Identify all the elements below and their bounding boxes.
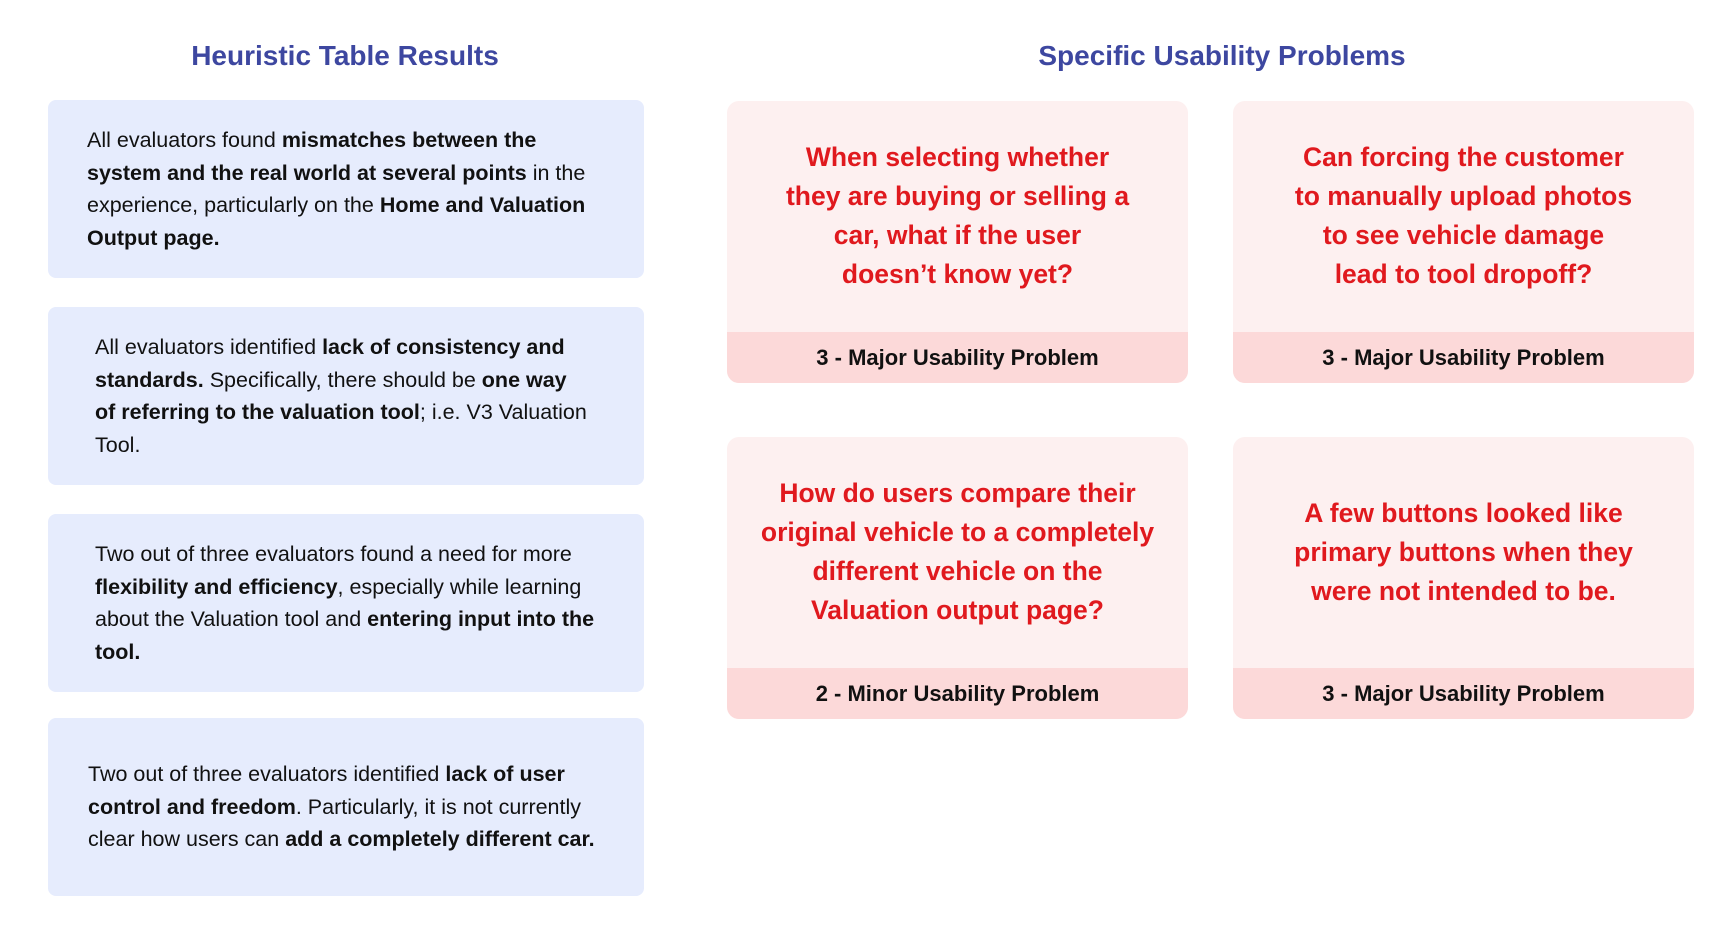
finding-emphasis: lack of user control and freedom: [88, 762, 565, 819]
problem-question-line: doesn’t know yet?: [841, 259, 1074, 289]
finding-emphasis: lack of consistency and standards.: [95, 335, 565, 392]
problem-question-line: to see vehicle damage: [1322, 220, 1605, 250]
finding-text: Two out of three evaluators found a need…: [95, 538, 606, 668]
finding-segment: All evaluators identified: [95, 335, 323, 359]
finding-emphasis: one way of referring to the valuation to…: [95, 367, 567, 425]
problem-question-line: Can forcing the customer: [1302, 142, 1624, 172]
finding-emphasis: flexibility and efficiency: [95, 574, 338, 599]
finding-text: All evaluators identified lack of consis…: [95, 331, 588, 461]
problem-question-line: to manually upload photos: [1294, 181, 1633, 211]
finding-segment: . Particularly, it is not currently clea…: [88, 794, 582, 852]
problem-question-line: car, what if the user: [833, 220, 1082, 250]
finding-segment: Specifically, there should be: [203, 367, 482, 392]
problem-question-line: How do users compare their: [779, 478, 1136, 508]
problem-question: When selecting whether they are buying or…: [727, 101, 1188, 331]
finding-emphasis: Home and Valuation Output page.: [87, 193, 586, 250]
finding-segment: Two out of three evaluators identified: [88, 762, 446, 787]
problem-card: Can forcing the customer to manually uplo…: [1233, 101, 1694, 383]
problem-card: How do users compare their original vehic…: [727, 437, 1188, 719]
problem-question-line: primary buttons when they: [1294, 536, 1633, 567]
problem-question: A few buttons looked like primary buttons…: [1233, 437, 1694, 667]
finding-emphasis: add a completely different car.: [285, 827, 595, 852]
finding-card: All evaluators identified lack of consis…: [48, 307, 644, 485]
problem-question-line: When selecting whether: [805, 142, 1110, 172]
severity-label: 2 - Minor Usability Problem: [727, 668, 1188, 719]
finding-segment: Two out of three evaluators found a need…: [95, 542, 572, 566]
finding-text: Two out of three evaluators identified l…: [88, 758, 600, 856]
problem-question: Can forcing the customer to manually uplo…: [1233, 101, 1694, 331]
finding-segment: , especially while learning about the Va…: [95, 574, 582, 632]
problem-card: When selecting whether they are buying or…: [727, 101, 1188, 383]
finding-card: Two out of three evaluators found a need…: [48, 514, 644, 692]
usability-problems-title: Specific Usability Problems: [1038, 40, 1406, 71]
finding-segment: All evaluators found: [87, 128, 282, 152]
finding-card: All evaluators found mismatches between …: [48, 100, 644, 278]
problem-question-line: Valuation output page?: [811, 595, 1104, 625]
problem-question: How do users compare their original vehic…: [727, 437, 1188, 667]
problem-question-line: different vehicle on the: [812, 556, 1103, 586]
finding-text: All evaluators found mismatches between …: [87, 124, 604, 254]
problem-question-line: they are buying or selling a: [785, 181, 1130, 211]
problem-card: A few buttons looked like primary buttons…: [1233, 437, 1694, 719]
problem-question-line: were not intended to be.: [1311, 575, 1616, 606]
finding-segment: in the experience, particularly on the: [87, 160, 586, 218]
severity-label: 3 - Major Usability Problem: [1233, 332, 1694, 383]
heuristic-results-title: Heuristic Table Results: [191, 40, 499, 71]
finding-emphasis: mismatches between the system and the re…: [87, 128, 537, 185]
finding-card: Two out of three evaluators identified l…: [48, 718, 644, 896]
severity-label: 3 - Major Usability Problem: [727, 332, 1188, 383]
severity-label: 3 - Major Usability Problem: [1233, 668, 1694, 719]
problem-question-line: A few buttons looked like: [1304, 497, 1623, 528]
problem-question-line: lead to tool dropoff?: [1334, 259, 1593, 289]
finding-emphasis: entering input into the tool.: [95, 607, 595, 664]
problem-question-line: original vehicle to a completely: [760, 517, 1155, 547]
finding-segment: ; i.e. V3 Valuation Tool.: [95, 400, 587, 457]
